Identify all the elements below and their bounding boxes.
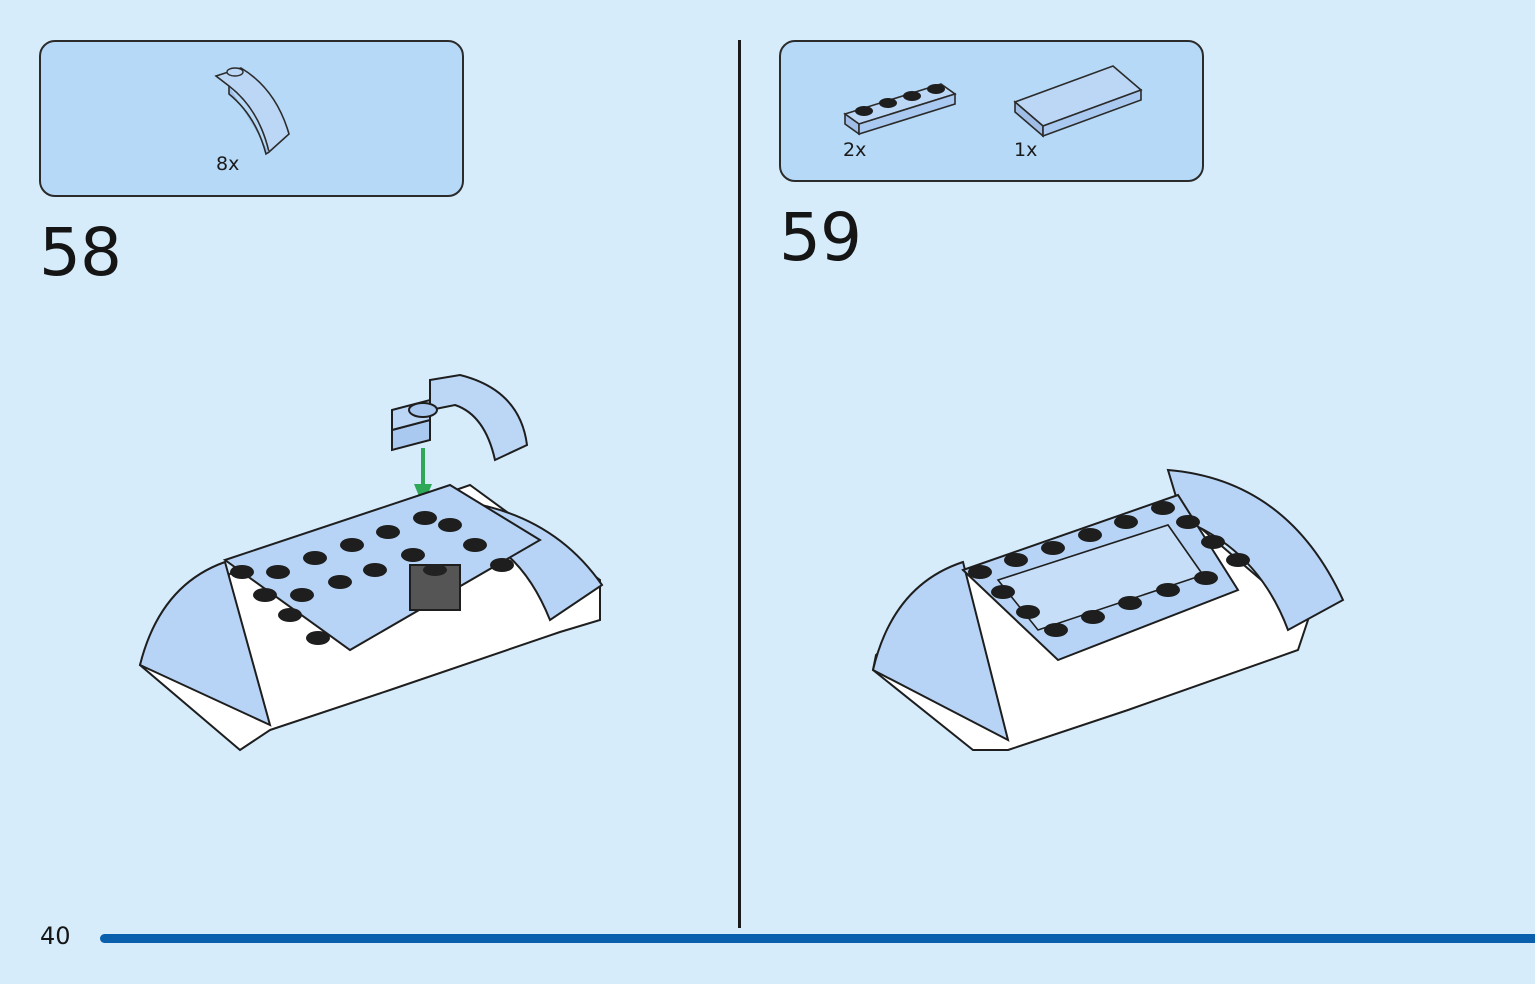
progress-bar — [100, 934, 1535, 943]
step-number: 59 — [779, 199, 862, 276]
step-59-build-illustration — [871, 468, 1345, 751]
curved-slope-brick-icon — [214, 67, 290, 156]
page-divider — [738, 40, 741, 928]
step-number: 58 — [39, 214, 122, 291]
page-number: 40 — [40, 922, 71, 950]
tile-2x4-icon — [1013, 65, 1143, 138]
part-quantity: 1x — [1014, 139, 1038, 161]
part-quantity: 8x — [216, 153, 240, 175]
step-58-build-illustration — [138, 373, 604, 752]
curved-slope-brick-icon — [391, 373, 529, 462]
step-58-parts-box: 8x — [39, 40, 464, 197]
plate-1x4-icon — [843, 83, 957, 136]
step-59-parts-box: 2x 1x — [779, 40, 1204, 182]
part-quantity: 2x — [843, 139, 867, 161]
